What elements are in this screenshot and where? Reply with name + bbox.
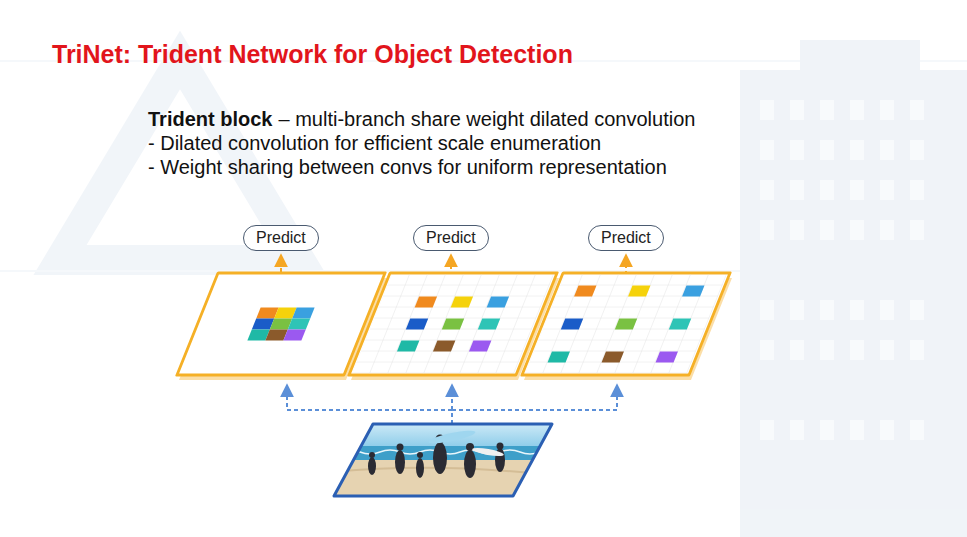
feature-map xyxy=(520,273,734,380)
predict-pill: Predict xyxy=(413,225,489,251)
node-label: Predict xyxy=(601,228,651,248)
heading-text: Trident block xyxy=(148,107,272,131)
watermark xyxy=(0,40,967,537)
bullet-text: - Weight sharing between convs for unifo… xyxy=(148,155,667,179)
heading-text: – multi-branch share weight dilated conv… xyxy=(278,107,695,131)
bullet-text: - Dilated convolution for efficient scal… xyxy=(148,131,601,155)
predict-pill: Predict xyxy=(588,225,664,251)
predict-pill: Predict xyxy=(243,225,319,251)
node-label: Predict xyxy=(426,228,476,248)
node-label: Predict xyxy=(256,228,306,248)
slide-title: TriNet: Trident Network for Object Detec… xyxy=(52,39,573,69)
branch-arrow xyxy=(287,386,617,424)
input-image xyxy=(330,420,560,500)
